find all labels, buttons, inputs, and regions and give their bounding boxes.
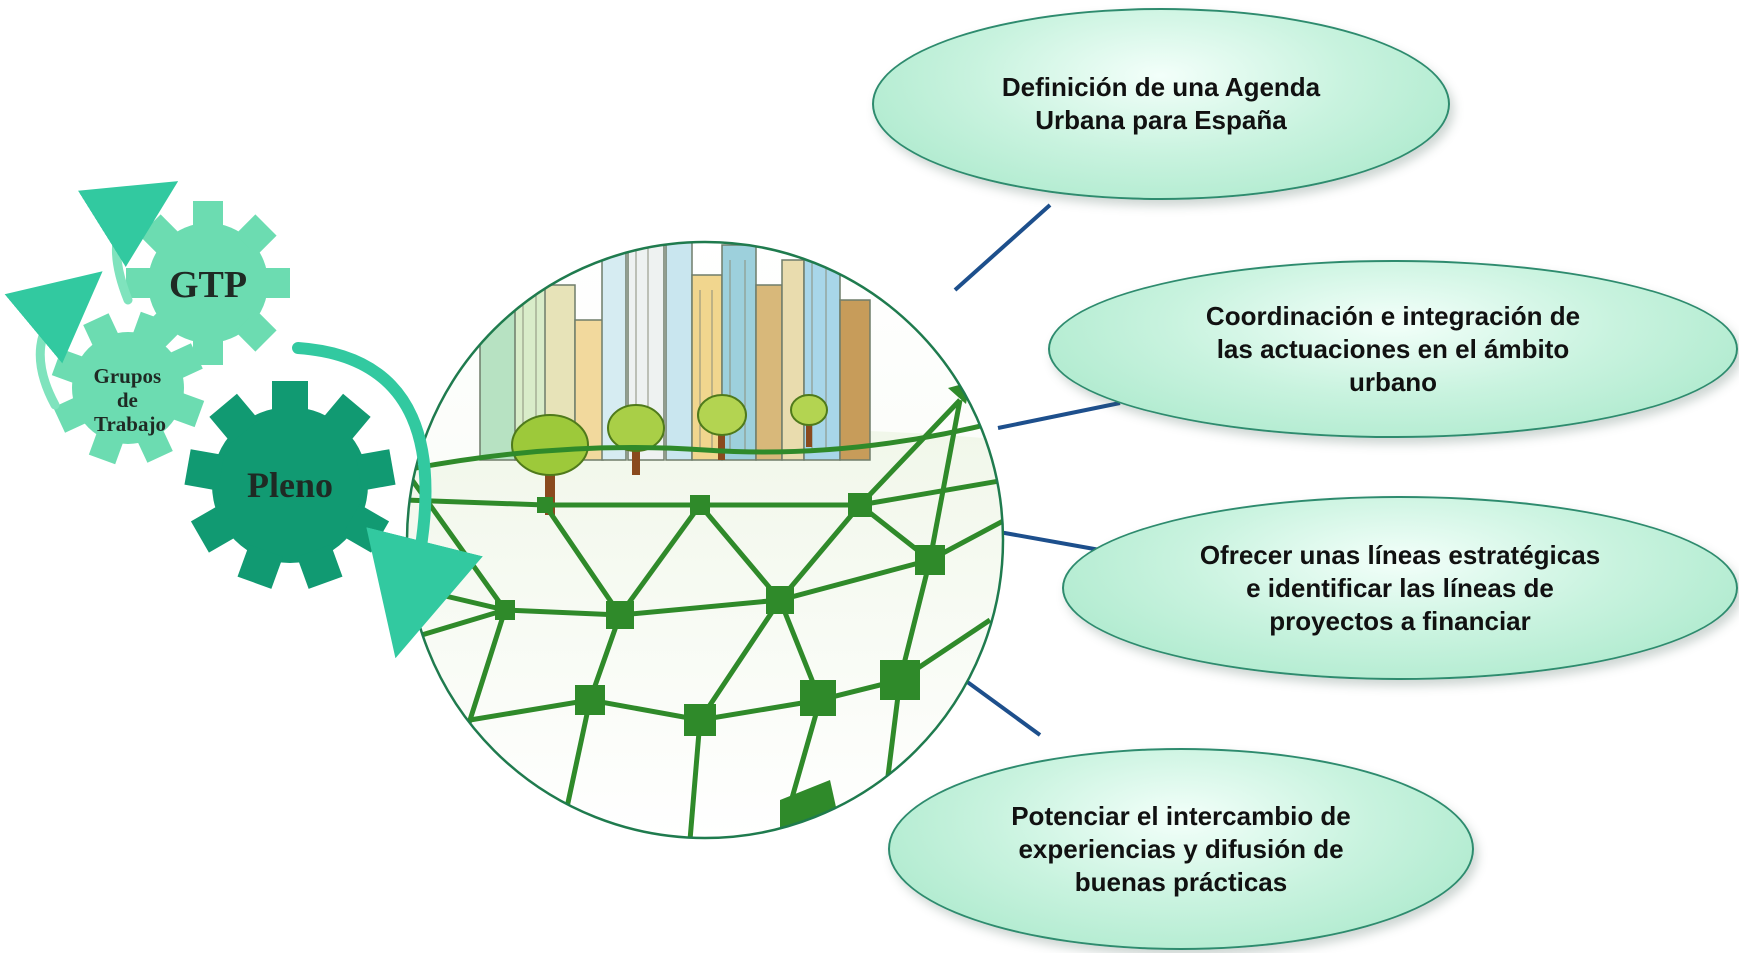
objective-intercambio-line2: experiencias y difusión de <box>1018 833 1344 864</box>
arrow-icon <box>77 181 179 305</box>
cycle-arrows <box>4 181 179 410</box>
gear-label-grupos: Grupos de Trabajo <box>94 364 167 436</box>
connector-agenda <box>953 203 1052 292</box>
network-node <box>537 497 553 513</box>
network-node <box>495 600 515 620</box>
city-network-illustration <box>405 174 1005 840</box>
network-node <box>800 680 836 716</box>
objective-lineas-estrategicas: Ofrecer unas líneas estratégicas e ident… <box>1062 496 1738 680</box>
network-node <box>766 586 794 614</box>
arrow-icon <box>292 342 483 659</box>
objective-intercambio-line1: Potenciar el intercambio de <box>1011 800 1351 831</box>
objective-coordinacion: Coordinación e integración de las actuac… <box>1048 260 1738 438</box>
objective-coordinacion-line2: las actuaciones en el ámbito <box>1216 333 1570 364</box>
objective-coordinacion-line3: urbano <box>1348 366 1438 397</box>
network-node <box>606 601 634 629</box>
network-node <box>684 704 716 736</box>
tree-icon <box>790 394 828 447</box>
arrow-icon <box>4 271 103 410</box>
objective-agenda-urbana: Definición de una Agenda Urbana para Esp… <box>872 8 1450 200</box>
objective-agenda-line2: Urbana para España <box>1035 105 1287 135</box>
tree-icon <box>697 394 747 460</box>
connector-coordinacion <box>997 401 1121 430</box>
network-node <box>915 545 945 575</box>
objective-coordinacion-line1: Coordinación e integración de <box>1205 300 1581 331</box>
tree-icon <box>511 414 589 515</box>
network-node <box>880 660 920 700</box>
gear-label-gtp: GTP <box>169 264 247 306</box>
gear-label-pleno: Pleno <box>247 465 333 505</box>
tree-icon <box>607 404 665 475</box>
objective-lineas-line2: e identificar las líneas de <box>1246 572 1554 603</box>
cloud-icon <box>706 174 789 210</box>
connector-lineas <box>998 530 1101 552</box>
network-node <box>848 493 872 517</box>
trees <box>511 394 828 515</box>
objective-lineas-line1: Ofrecer unas líneas estratégicas <box>1199 539 1601 570</box>
network-node <box>575 685 605 715</box>
objective-intercambio: Potenciar el intercambio de experiencias… <box>888 748 1474 950</box>
gear-pleno <box>184 381 396 589</box>
objective-intercambio-line3: buenas prácticas <box>1074 866 1288 897</box>
objective-agenda-line1: Definición de una Agenda <box>1001 72 1321 102</box>
objective-lineas-line3: proyectos a financiar <box>1269 605 1531 636</box>
network-node <box>690 495 710 515</box>
